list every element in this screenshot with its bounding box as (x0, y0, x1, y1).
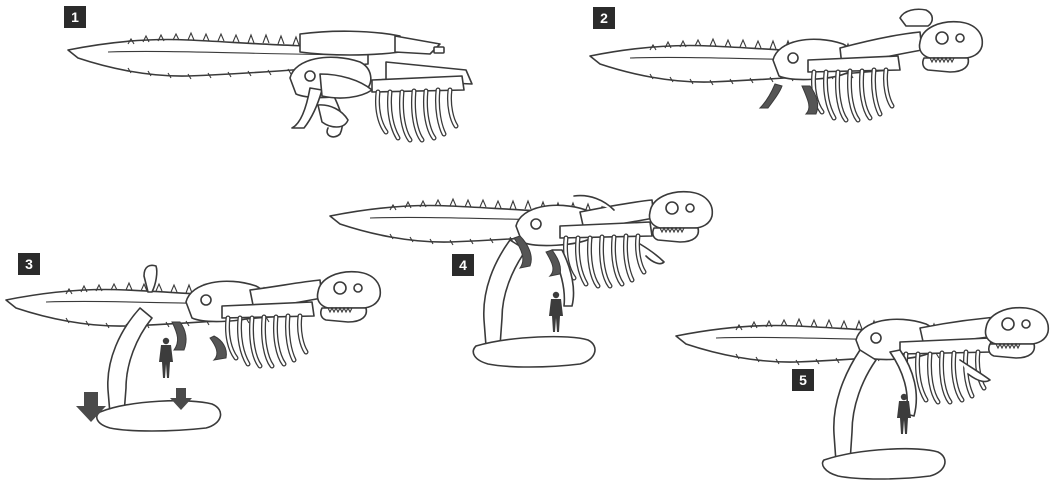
step-3-skeleton (6, 265, 380, 431)
step-1-skeleton (68, 31, 472, 140)
step-5-skeleton (676, 308, 1048, 479)
step-2-skeleton (590, 9, 982, 120)
step-4-skeleton (330, 192, 712, 367)
